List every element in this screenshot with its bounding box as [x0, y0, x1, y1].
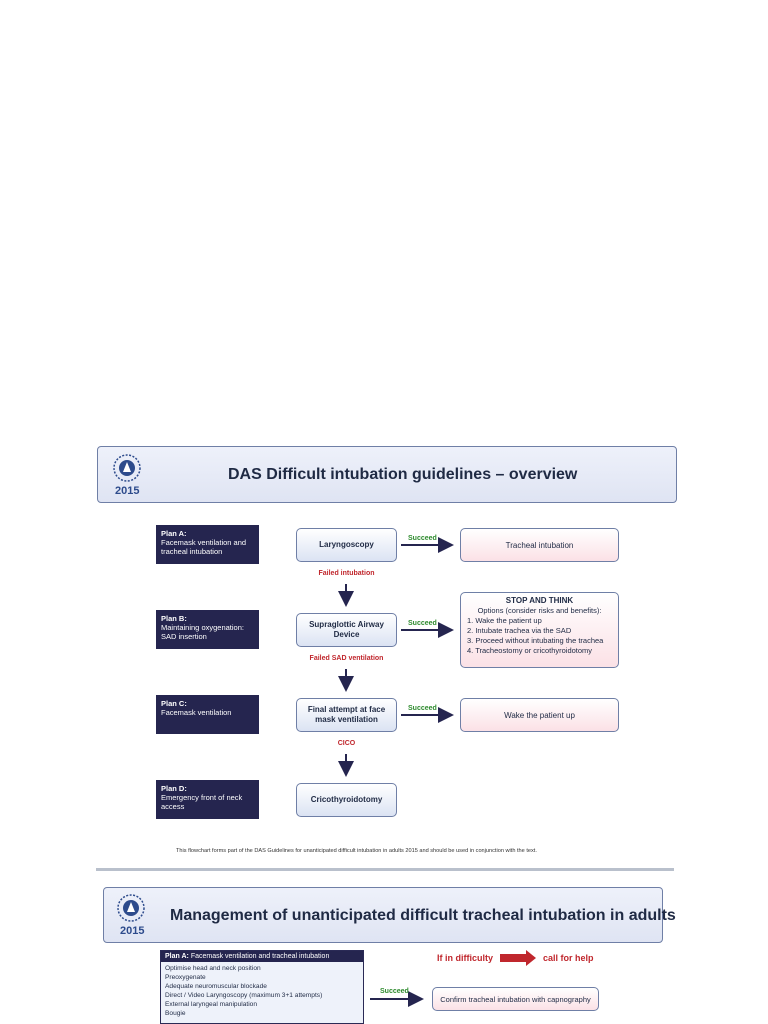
management-title: Management of unanticipated difficult tr…: [170, 907, 676, 924]
succeed-label-b: Succeed: [408, 620, 437, 627]
plan-a-desc: Facemask ventilation and tracheal intuba…: [161, 538, 247, 556]
failure-label-cico: CICO: [337, 740, 356, 747]
if-difficulty-text: If in difficulty: [437, 953, 493, 963]
plan-d-desc: Emergency front of neck access: [161, 793, 243, 811]
plan-c-box: Plan C: Facemask ventilation: [156, 695, 259, 734]
call-for-help-text: call for help: [543, 953, 594, 963]
plan-b-label: Plan B:: [161, 614, 187, 623]
node-cricothyroidotomy: Cricothyroidotomy: [296, 783, 397, 817]
plan-a-item: Direct / Video Laryngoscopy (maximum 3+1…: [165, 992, 323, 999]
plan-a-item: Bougie: [165, 1010, 186, 1017]
node-laryngoscopy: Laryngoscopy: [296, 528, 397, 562]
confirm-intubation-box: Confirm tracheal intubation with capnogr…: [432, 987, 599, 1011]
stop-think-option: 2. Intubate trachea via the SAD: [467, 626, 572, 635]
plan-a-item: Adequate neuromuscular blockade: [165, 983, 267, 990]
plan-a-detail-header: Plan A: Facemask ventilation and trachea…: [161, 951, 363, 962]
overview-header: 2015 DAS Difficult intubation guidelines…: [97, 446, 677, 503]
plan-c-desc: Facemask ventilation: [161, 708, 232, 717]
overview-year: 2015: [115, 485, 140, 497]
plan-a-item: External laryngeal manipulation: [165, 1001, 258, 1008]
stop-and-think-box: STOP AND THINK Options (consider risks a…: [460, 592, 619, 668]
das-logo-icon: [117, 894, 145, 922]
node-supraglottic-airway-device: Supraglottic Airway Device: [296, 613, 397, 647]
plan-a-label: Plan A:: [161, 529, 187, 538]
stop-think-option: 1. Wake the patient up: [467, 616, 542, 625]
plan-a-item: Preoxygenate: [165, 974, 206, 981]
management-header: 2015 Management of unanticipated difficu…: [103, 887, 676, 943]
plan-b-desc: Maintaining oxygenation: SAD insertion: [161, 623, 244, 641]
stop-think-option: 3. Proceed without intubating the trache…: [467, 636, 604, 645]
plan-a-item: Optimise head and neck position: [165, 965, 261, 972]
panel-divider: [96, 868, 674, 871]
succeed-label-a: Succeed: [408, 535, 437, 542]
stop-think-subheading: Options (consider risks and benefits):: [477, 606, 602, 615]
plan-d-box: Plan D: Emergency front of neck access: [156, 780, 259, 819]
succeed-label-c: Succeed: [408, 705, 437, 712]
plan-a-detail-box: Plan A: Facemask ventilation and trachea…: [160, 950, 364, 1024]
failure-label-sad: Failed SAD ventilation: [309, 655, 384, 662]
plan-a-detail-label: Plan A:: [165, 953, 189, 960]
outcome-tracheal-intubation: Tracheal intubation: [460, 528, 619, 562]
plan-a-detail-title: Facemask ventilation and tracheal intuba…: [190, 953, 330, 960]
failure-label-intubation: Failed intubation: [318, 570, 375, 577]
management-year: 2015: [120, 925, 145, 937]
stop-think-option: 4. Tracheostomy or cricothyroidotomy: [467, 646, 593, 655]
plan-b-box: Plan B: Maintaining oxygenation: SAD ins…: [156, 610, 259, 649]
stop-think-heading: STOP AND THINK: [505, 596, 574, 605]
node-final-facemask-attempt: Final attempt at face mask ventilation: [296, 698, 397, 732]
overview-footnote: This flowchart forms part of the DAS Gui…: [176, 848, 537, 854]
succeed-label-management: Succeed: [380, 988, 409, 995]
plan-d-label: Plan D:: [161, 784, 187, 793]
outcome-wake-patient: Wake the patient up: [460, 698, 619, 732]
help-arrow-icon: [500, 950, 536, 966]
plan-a-box: Plan A: Facemask ventilation and trachea…: [156, 525, 259, 564]
plan-c-label: Plan C:: [161, 699, 187, 708]
das-logo-icon: [113, 454, 141, 482]
overview-title: DAS Difficult intubation guidelines – ov…: [228, 466, 578, 483]
